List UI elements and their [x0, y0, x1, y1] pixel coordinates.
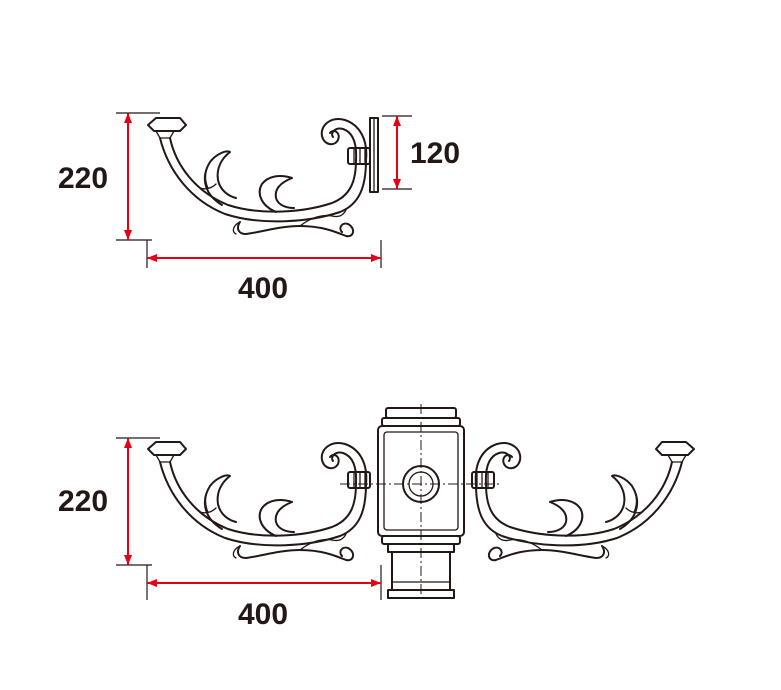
single-arm-outline [147, 117, 371, 238]
mount-plate [369, 117, 379, 193]
width-label-top: 400 [238, 272, 288, 305]
width-dimension-bottom [147, 579, 381, 587]
single-arm-drawing: 220 400 120 [58, 112, 460, 305]
height-dimension-top [124, 113, 132, 240]
width-label-bottom: 400 [238, 598, 288, 631]
mount-dimension-top [393, 116, 401, 189]
right-arm-outline [471, 441, 695, 562]
center-hub [340, 404, 502, 602]
mount-label-top: 120 [410, 137, 460, 170]
height-label-bottom: 220 [58, 485, 108, 518]
double-arm-drawing: 220 400 [58, 404, 695, 631]
left-arm-outline [147, 441, 371, 562]
height-label-top: 220 [58, 162, 108, 195]
width-dimension-top [147, 254, 381, 262]
height-dimension-bottom [124, 438, 132, 565]
